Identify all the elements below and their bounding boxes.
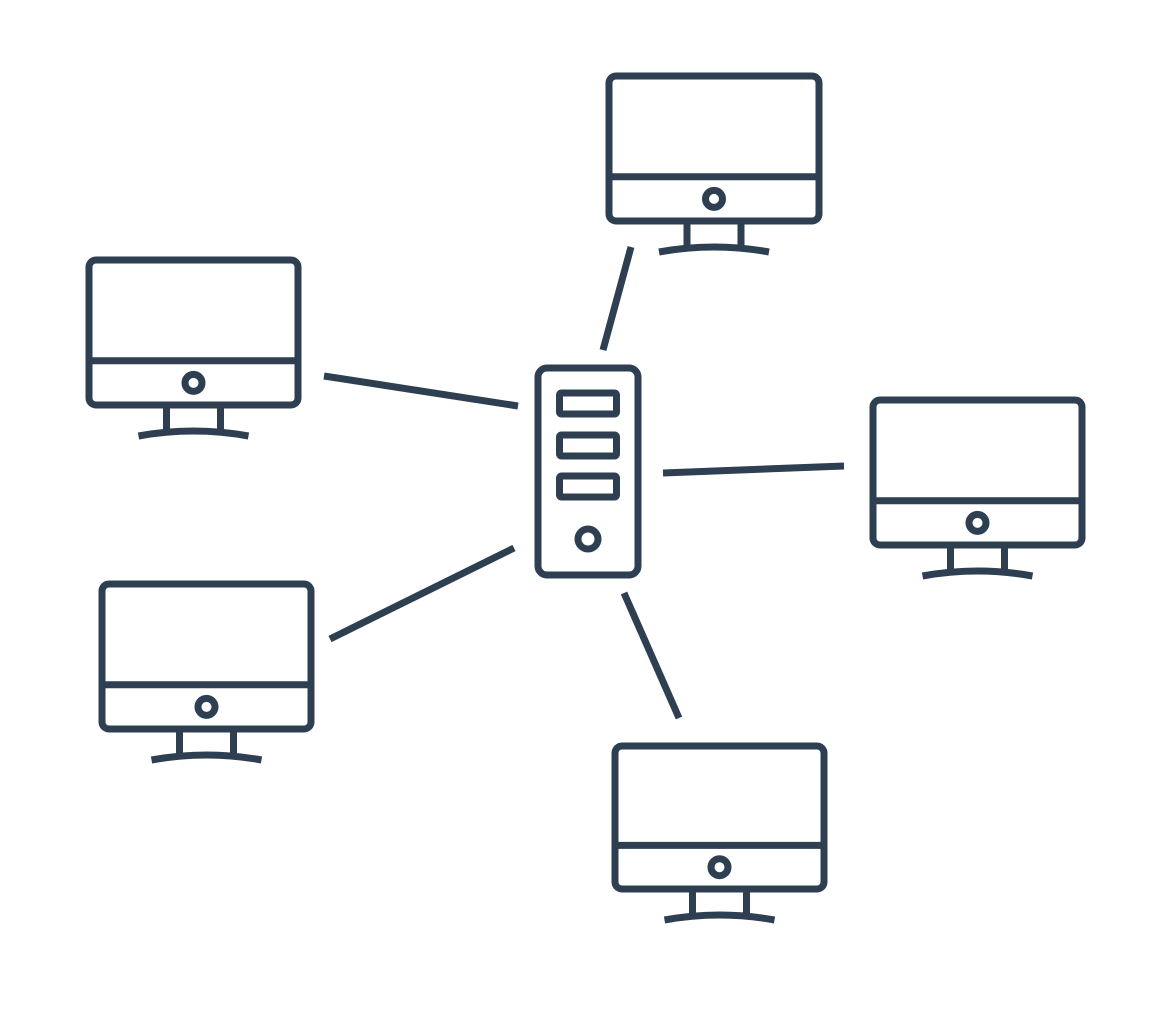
drive-bay-3 [556, 472, 620, 501]
monitor-frame [605, 72, 823, 225]
desktop-monitor-icon-top [605, 72, 823, 256]
monitor-frame [85, 256, 302, 409]
desktop-monitor-icon-bottom [611, 742, 828, 924]
monitor-power-button [194, 694, 219, 719]
desktop-monitor-icon-upper-left [85, 256, 302, 440]
power-button-icon [574, 525, 602, 553]
stand-base [658, 243, 770, 256]
stand-base [150, 751, 263, 764]
monitor-frame [611, 742, 828, 893]
connections [323, 246, 845, 720]
desktop-monitor-icon-lower-left [98, 580, 315, 764]
monitors [85, 72, 1086, 924]
connection-line-top [599, 246, 635, 351]
stand-base [663, 911, 776, 924]
drive-bay-1 [556, 389, 620, 418]
desktop-monitor-icon-right [869, 396, 1086, 580]
monitor-power-button [707, 855, 732, 880]
drive-bay-2 [556, 431, 620, 460]
monitor-frame [869, 396, 1086, 549]
monitor-power-button [965, 510, 990, 535]
server-tower-icon [534, 364, 642, 579]
connection-line-upper-left [323, 372, 519, 410]
connection-line-right [662, 462, 845, 477]
monitor-power-button [702, 186, 726, 211]
monitor-power-button [181, 370, 206, 395]
stand-base [137, 427, 250, 440]
server-case [534, 364, 642, 579]
monitor-frame [98, 580, 315, 733]
connection-line-bottom [620, 591, 683, 720]
stand-base [921, 567, 1034, 580]
connection-line-lower-left [328, 544, 516, 643]
